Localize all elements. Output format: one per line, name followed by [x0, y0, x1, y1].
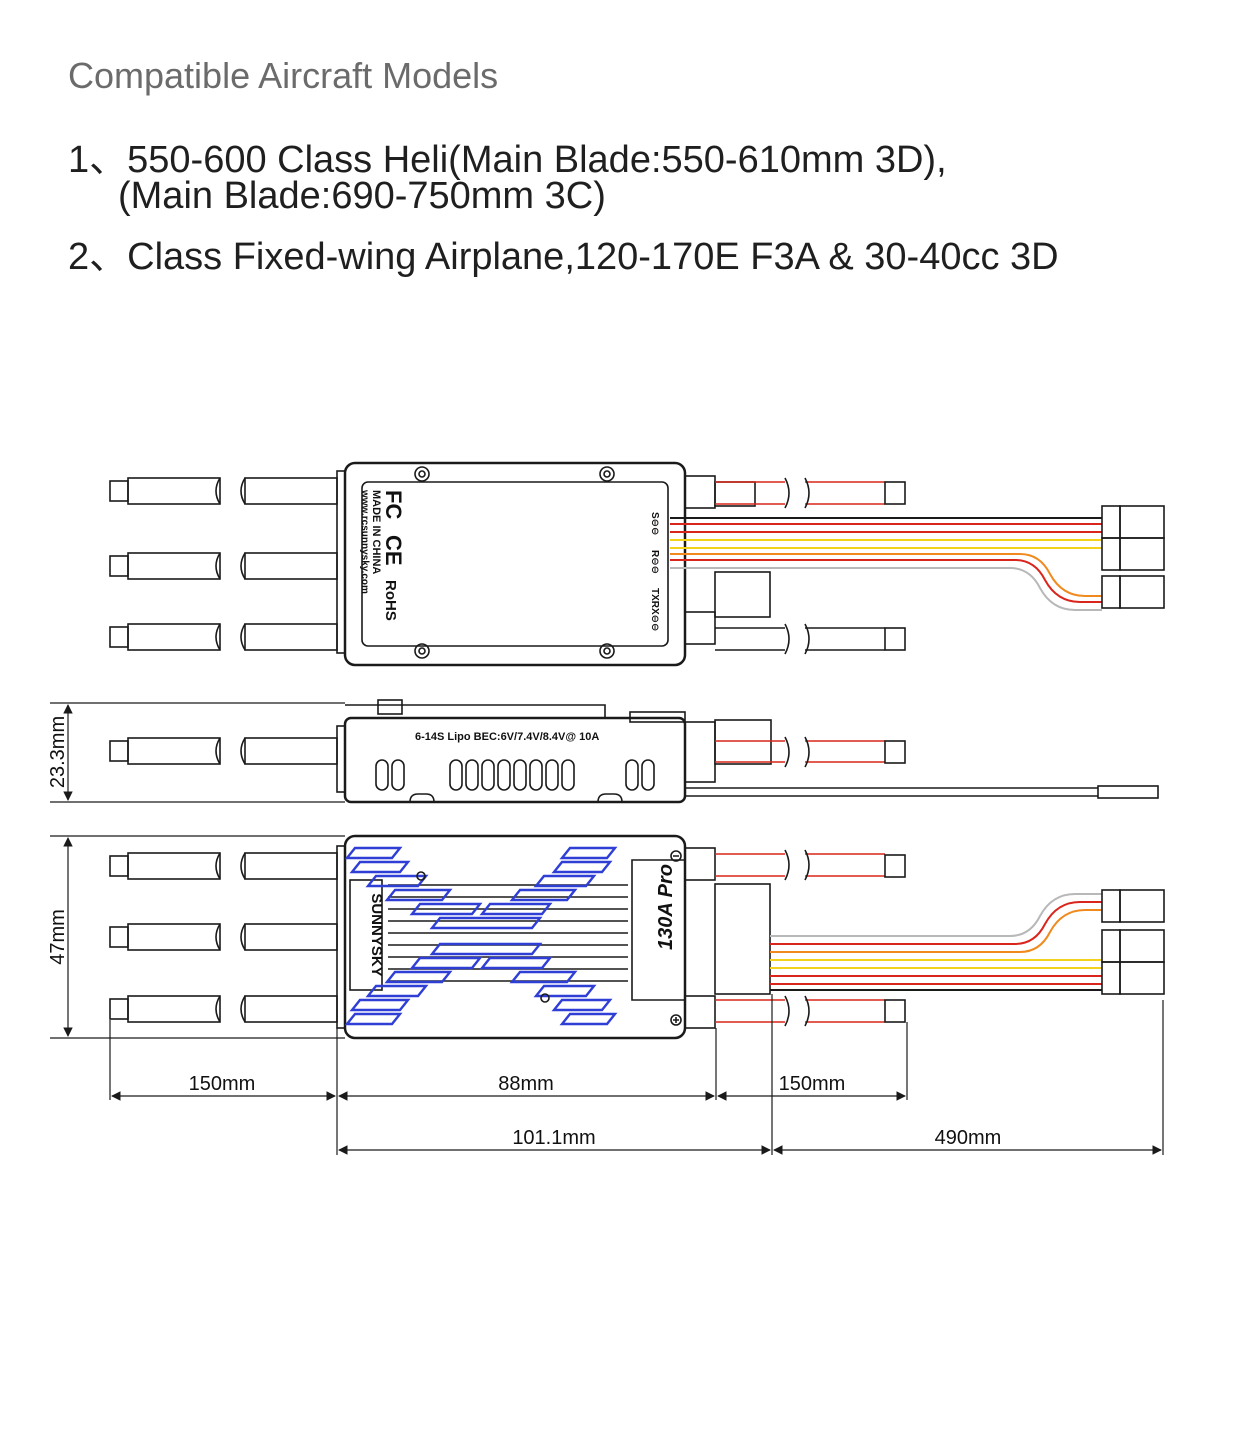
ce-mark: CE	[381, 535, 406, 566]
port-label-r: R⊖⊖	[649, 550, 660, 574]
dim-overall-length: 101.1mm	[512, 1127, 595, 1149]
brand-plate	[349, 879, 383, 991]
dim-battery-wire: 150mm	[779, 1073, 846, 1095]
top-view: FC CE RoHS MADE IN CHINA www.rcsunnysky.…	[109, 461, 1165, 667]
side-view: 6-14S Lipo BEC:6V/7.4V/8.4V@ 10A	[109, 699, 1159, 804]
made-in-mark: MADE IN CHINA	[370, 490, 382, 574]
spec-label: 6-14S Lipo BEC:6V/7.4V/8.4V@ 10A	[415, 731, 599, 743]
x-pattern	[344, 846, 618, 1026]
bottom-body	[343, 834, 687, 1040]
fc-mark: FC	[381, 490, 406, 519]
dim-motor-wire: 150mm	[189, 1073, 256, 1095]
page-heading: Compatible Aircraft Models	[68, 55, 499, 96]
dimension-lines	[50, 702, 1164, 1155]
motor-wires-left-top	[109, 477, 338, 651]
dim-height: 23.3mm	[47, 716, 69, 788]
vent-slots	[375, 759, 655, 791]
compat-item-1-continued: (Main Blade:690-750mm 3C)	[118, 175, 606, 217]
dim-body-length: 88mm	[498, 1073, 554, 1095]
compat-item-2: 2、Class Fixed-wing Airplane,120-170E F3A…	[68, 236, 1059, 278]
esc-dimension-diagram: FC CE RoHS MADE IN CHINA www.rcsunnysky.…	[47, 461, 1165, 1155]
port-label-txrx: TXRX⊖⊖	[649, 588, 660, 631]
dim-width: 47mm	[47, 909, 69, 965]
compat-item-1: 1、550-600 Class Heli(Main Blade:550-610m…	[68, 139, 947, 181]
dim-signal-wire: 490mm	[935, 1127, 1002, 1149]
website-mark: www.rcsunnysky.com	[359, 489, 370, 594]
port-label-s: S⊖⊖	[649, 512, 660, 535]
brand-text: SUNNYSKY	[368, 893, 385, 976]
rohs-mark: RoHS	[382, 580, 399, 621]
model-text: 130A Pro	[655, 864, 677, 950]
bottom-view: SUNNYSKY 130A Pro	[109, 834, 1165, 1040]
top-body	[343, 461, 687, 667]
